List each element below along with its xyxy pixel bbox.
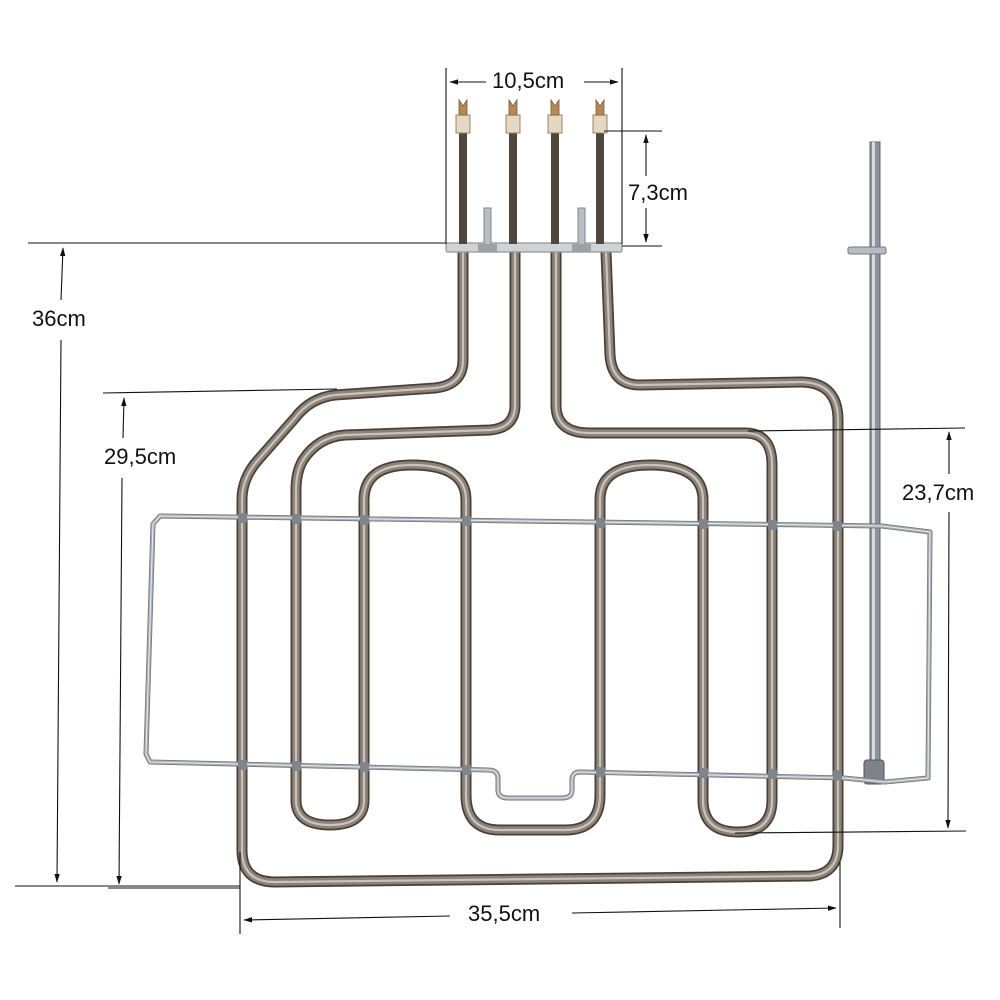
- dimension-lines: [15, 68, 967, 934]
- terminal-plate: [445, 242, 623, 253]
- terminal-pins: [455, 98, 608, 244]
- sensor-rod: [847, 141, 887, 785]
- dimension-label-terminal-spacing: 10,5cm: [492, 68, 565, 93]
- dimension-label-overall-height: 36cm: [32, 306, 86, 331]
- wire-support-bracket: [143, 513, 933, 801]
- inner-heating-serpentine: [290, 246, 778, 838]
- terminal-block: [445, 98, 623, 253]
- dimension-label-overall-width: 35,5cm: [468, 901, 541, 926]
- bracket-clips: [238, 513, 842, 780]
- mounting-studs: [478, 207, 591, 252]
- outer-heating-loop: [236, 246, 844, 888]
- dimension-label-terminal-length: 7,3cm: [628, 180, 688, 205]
- dimension-label-element-height: 29,5cm: [104, 444, 177, 469]
- dimension-label-frame-height: 23,7cm: [902, 480, 975, 505]
